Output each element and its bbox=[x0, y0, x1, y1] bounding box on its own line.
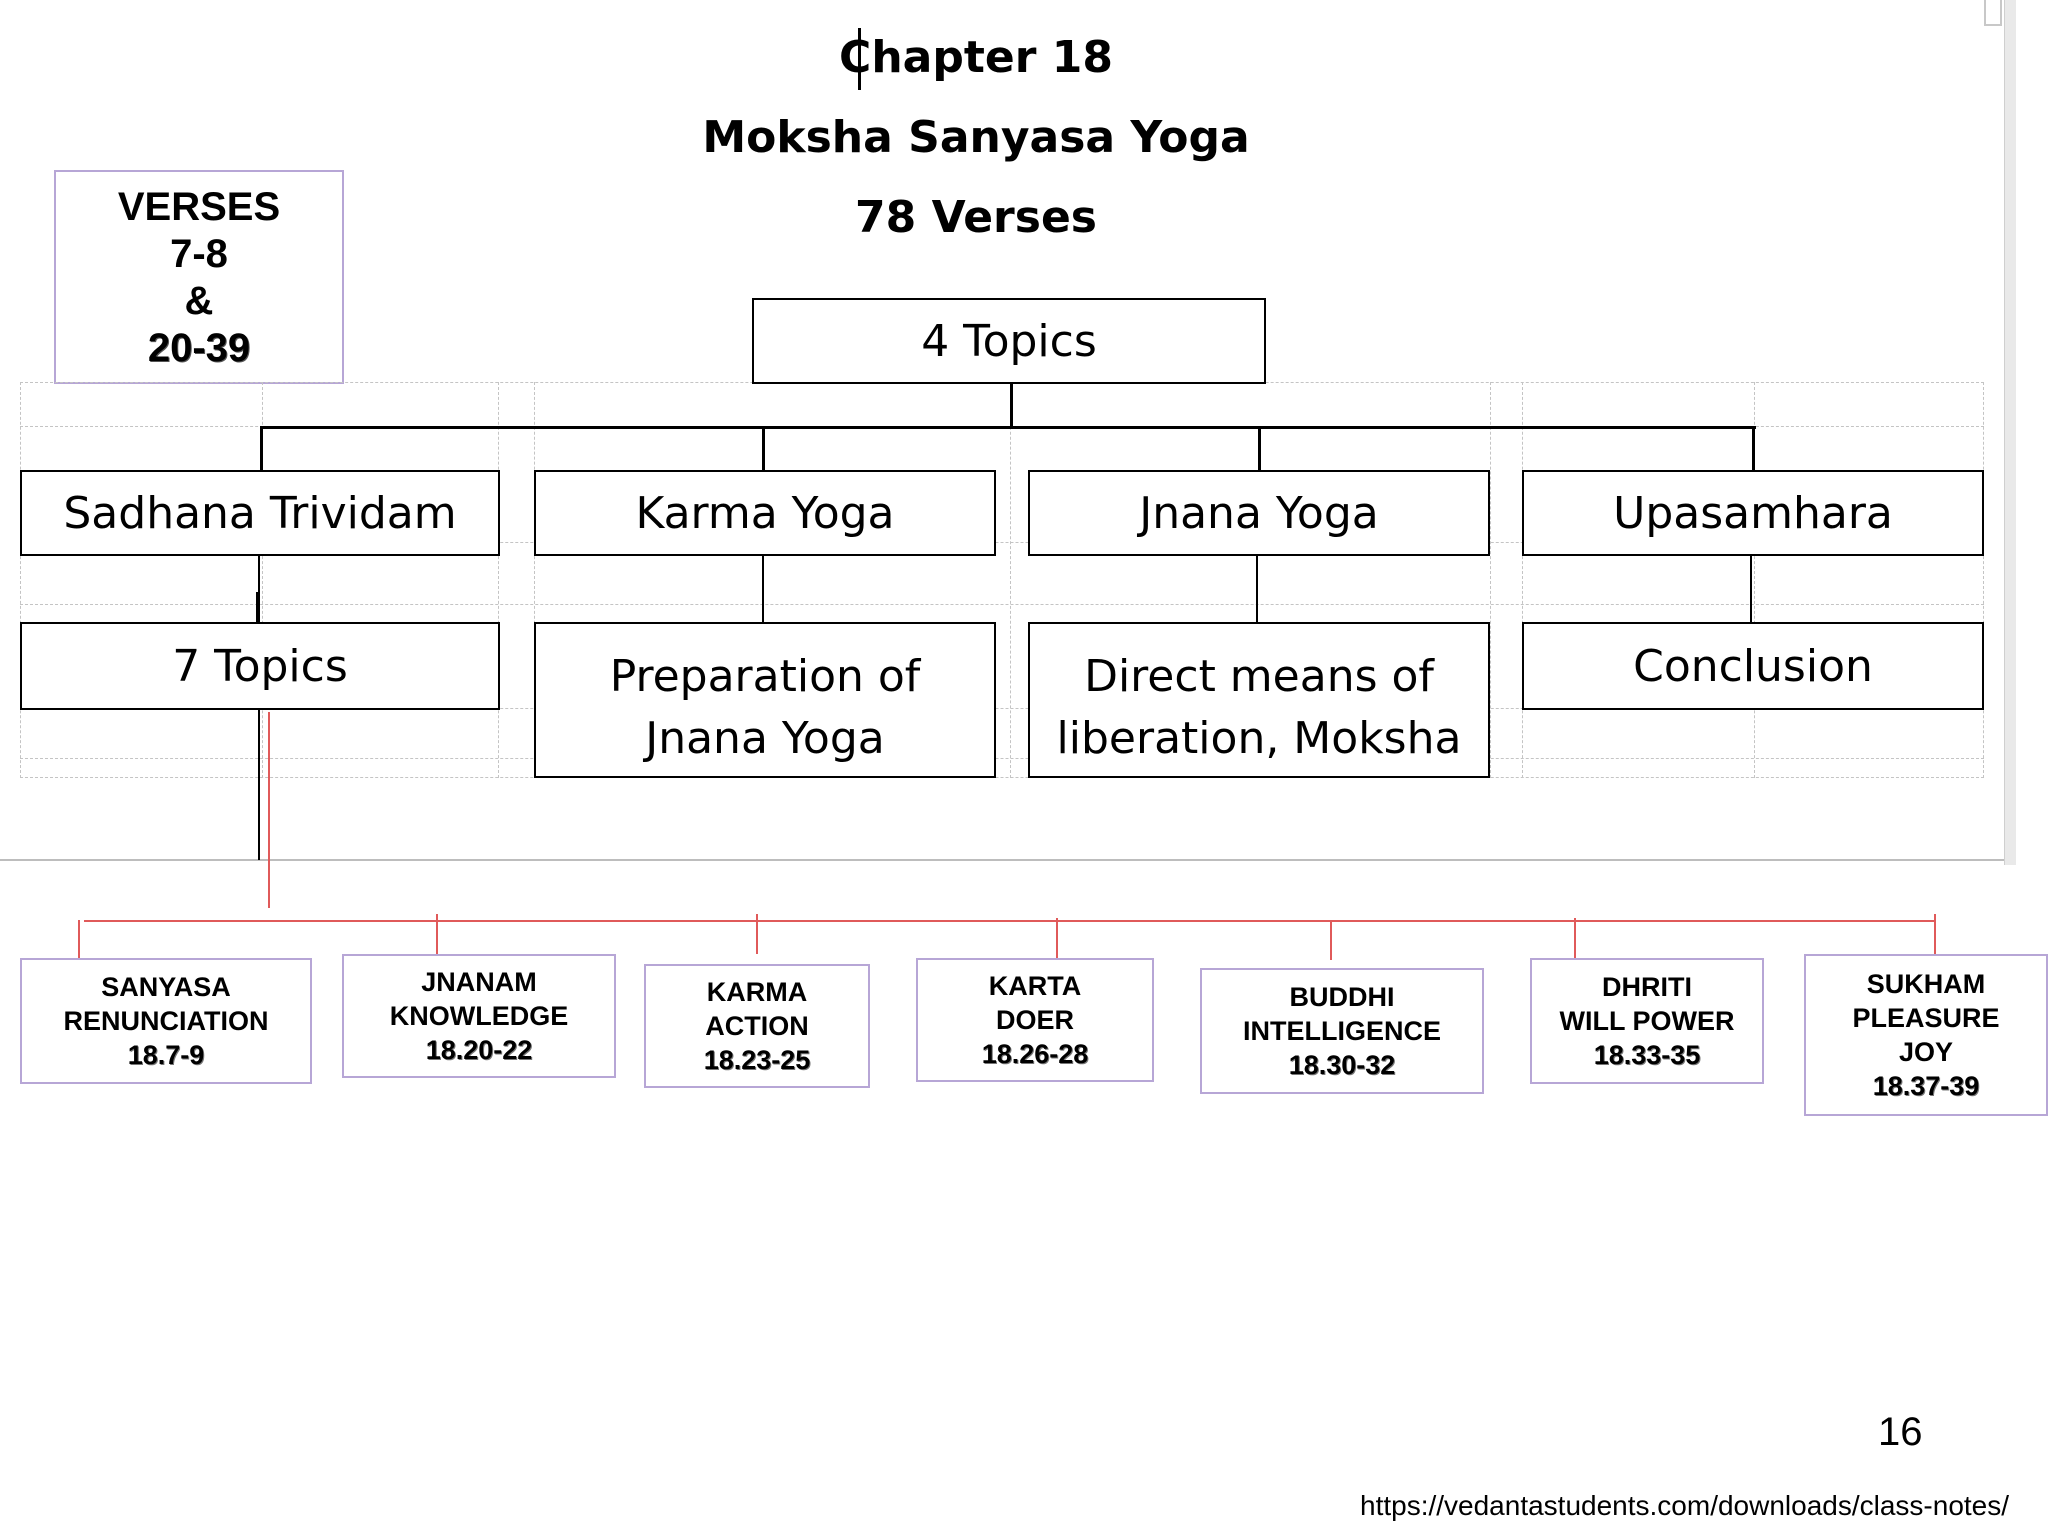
topic-line: KARMA bbox=[706, 977, 808, 1007]
table-grid-line bbox=[498, 382, 499, 778]
topic-line: DHRITI bbox=[1602, 972, 1692, 1002]
connector-horizontal bbox=[260, 426, 1756, 429]
topic-ref: 18.26-28 bbox=[981, 1039, 1089, 1069]
connector-detail bbox=[1750, 556, 1752, 622]
topic-sadhana-trividam: Sadhana Trividam bbox=[20, 470, 500, 556]
table-grid-line bbox=[20, 708, 1984, 709]
root-node-four-topics: 4 Topics bbox=[752, 298, 1266, 384]
corner-tab bbox=[1984, 0, 2002, 26]
topic-line: SUKHAM bbox=[1866, 969, 1986, 999]
topic-jnana-yoga: Jnana Yoga bbox=[1028, 470, 1490, 556]
topic-karta: KARTA DOER 18.26-28 bbox=[916, 958, 1154, 1082]
red-connector-drop bbox=[436, 914, 438, 954]
red-connector-drop bbox=[1330, 920, 1332, 960]
verses-range-1: 7-8 bbox=[170, 232, 228, 276]
red-connector-drop bbox=[1934, 914, 1936, 954]
topic-dhriti: DHRITI WILL POWER 18.33-35 bbox=[1530, 958, 1764, 1084]
connector-root-down bbox=[1010, 384, 1013, 428]
topic-ref: 18.7-9 bbox=[127, 1040, 205, 1070]
topic-jnanam: JNANAM KNOWLEDGE 18.20-22 bbox=[342, 954, 616, 1078]
document-frame bbox=[0, 0, 2010, 861]
topic-line: BUDDHI bbox=[1289, 982, 1395, 1012]
topic-line: ACTION bbox=[705, 1011, 809, 1041]
topic-karma-yoga: Karma Yoga bbox=[534, 470, 996, 556]
red-connector-drop bbox=[1574, 918, 1576, 958]
table-grid-line bbox=[1522, 382, 1523, 778]
table-grid-line bbox=[20, 758, 1984, 759]
topic-ref: 18.30-32 bbox=[1288, 1050, 1396, 1080]
connector-detail-thick bbox=[256, 592, 260, 622]
chapter-heading: Chapter 18 bbox=[839, 32, 1113, 83]
detail-conclusion: Conclusion bbox=[1522, 622, 1984, 710]
topic-ref: 18.37-39 bbox=[1872, 1071, 1980, 1101]
topic-sukham: SUKHAM PLEASURE JOY 18.37-39 bbox=[1804, 954, 2048, 1116]
topic-line: INTELLIGENCE bbox=[1242, 1016, 1441, 1046]
connector-drop bbox=[1258, 426, 1261, 470]
red-connector-drop bbox=[756, 914, 758, 954]
detail-line: Preparation of bbox=[609, 651, 921, 702]
table-grid-line bbox=[20, 542, 1984, 543]
verses-ampersand: & bbox=[184, 279, 214, 323]
topic-line: JNANAM bbox=[421, 967, 537, 997]
red-connector-drop bbox=[78, 920, 80, 958]
topic-line: KARTA bbox=[988, 971, 1082, 1001]
topic-line: SANYASA bbox=[101, 972, 231, 1002]
topic-line: WILL POWER bbox=[1559, 1006, 1735, 1036]
page-number: 16 bbox=[1878, 1410, 1923, 1454]
connector-detail bbox=[258, 556, 260, 622]
topic-upasamhara: Upasamhara bbox=[1522, 470, 1984, 556]
table-grid-line bbox=[1010, 382, 1011, 778]
connector-detail bbox=[1256, 556, 1258, 622]
connector-drop bbox=[1752, 426, 1755, 470]
red-connector-horizontal bbox=[84, 920, 1936, 922]
table-grid-line bbox=[534, 382, 535, 778]
topic-line: RENUNCIATION bbox=[63, 1006, 269, 1036]
topic-line: KNOWLEDGE bbox=[389, 1001, 569, 1031]
detail-seven-topics: 7 Topics bbox=[20, 622, 500, 710]
chapter-title: Moksha Sanyasa Yoga bbox=[702, 112, 1250, 163]
topic-line: DOER bbox=[995, 1005, 1074, 1035]
topic-line: PLEASURE bbox=[1852, 1003, 2000, 1033]
connector-detail bbox=[762, 556, 764, 622]
table-grid-line bbox=[1754, 382, 1755, 778]
verse-count: 78 Verses bbox=[855, 192, 1097, 243]
verses-range-2: 20-39 bbox=[147, 326, 251, 370]
source-url[interactable]: https://vedantastudents.com/downloads/cl… bbox=[1360, 1490, 2010, 1521]
topic-buddhi: BUDDHI INTELLIGENCE 18.30-32 bbox=[1200, 968, 1484, 1094]
red-connector-stem bbox=[268, 712, 270, 908]
detail-line: liberation, Moksha bbox=[1056, 713, 1462, 764]
detail-line: Direct means of bbox=[1084, 651, 1434, 702]
detail-line: Jnana Yoga bbox=[645, 713, 885, 764]
connector-drop bbox=[260, 426, 263, 470]
topic-sanyasa: SANYASA RENUNCIATION 18.7-9 bbox=[20, 958, 312, 1084]
text-cursor bbox=[858, 28, 861, 90]
topic-line: JOY bbox=[1898, 1037, 1954, 1067]
topic-ref: 18.23-25 bbox=[703, 1045, 811, 1075]
red-connector-drop bbox=[1056, 918, 1058, 958]
topic-ref: 18.33-35 bbox=[1593, 1040, 1701, 1070]
connector-stem bbox=[258, 708, 260, 860]
table-grid-line bbox=[20, 604, 1984, 605]
table-grid-line bbox=[1490, 382, 1491, 778]
topic-ref: 18.20-22 bbox=[425, 1035, 533, 1065]
connector-drop bbox=[762, 426, 765, 470]
detail-preparation-jnana-yoga: Preparation of Jnana Yoga bbox=[534, 622, 996, 778]
table-grid-line bbox=[262, 382, 263, 778]
document-scroll-edge bbox=[2004, 0, 2016, 865]
detail-direct-means-liberation: Direct means of liberation, Moksha bbox=[1028, 622, 1490, 778]
topic-karma: KARMA ACTION 18.23-25 bbox=[644, 964, 870, 1088]
verses-box: VERSES 7-8 & 20-39 bbox=[54, 170, 344, 384]
table-grid bbox=[20, 382, 1984, 778]
verses-label: VERSES bbox=[117, 185, 281, 229]
